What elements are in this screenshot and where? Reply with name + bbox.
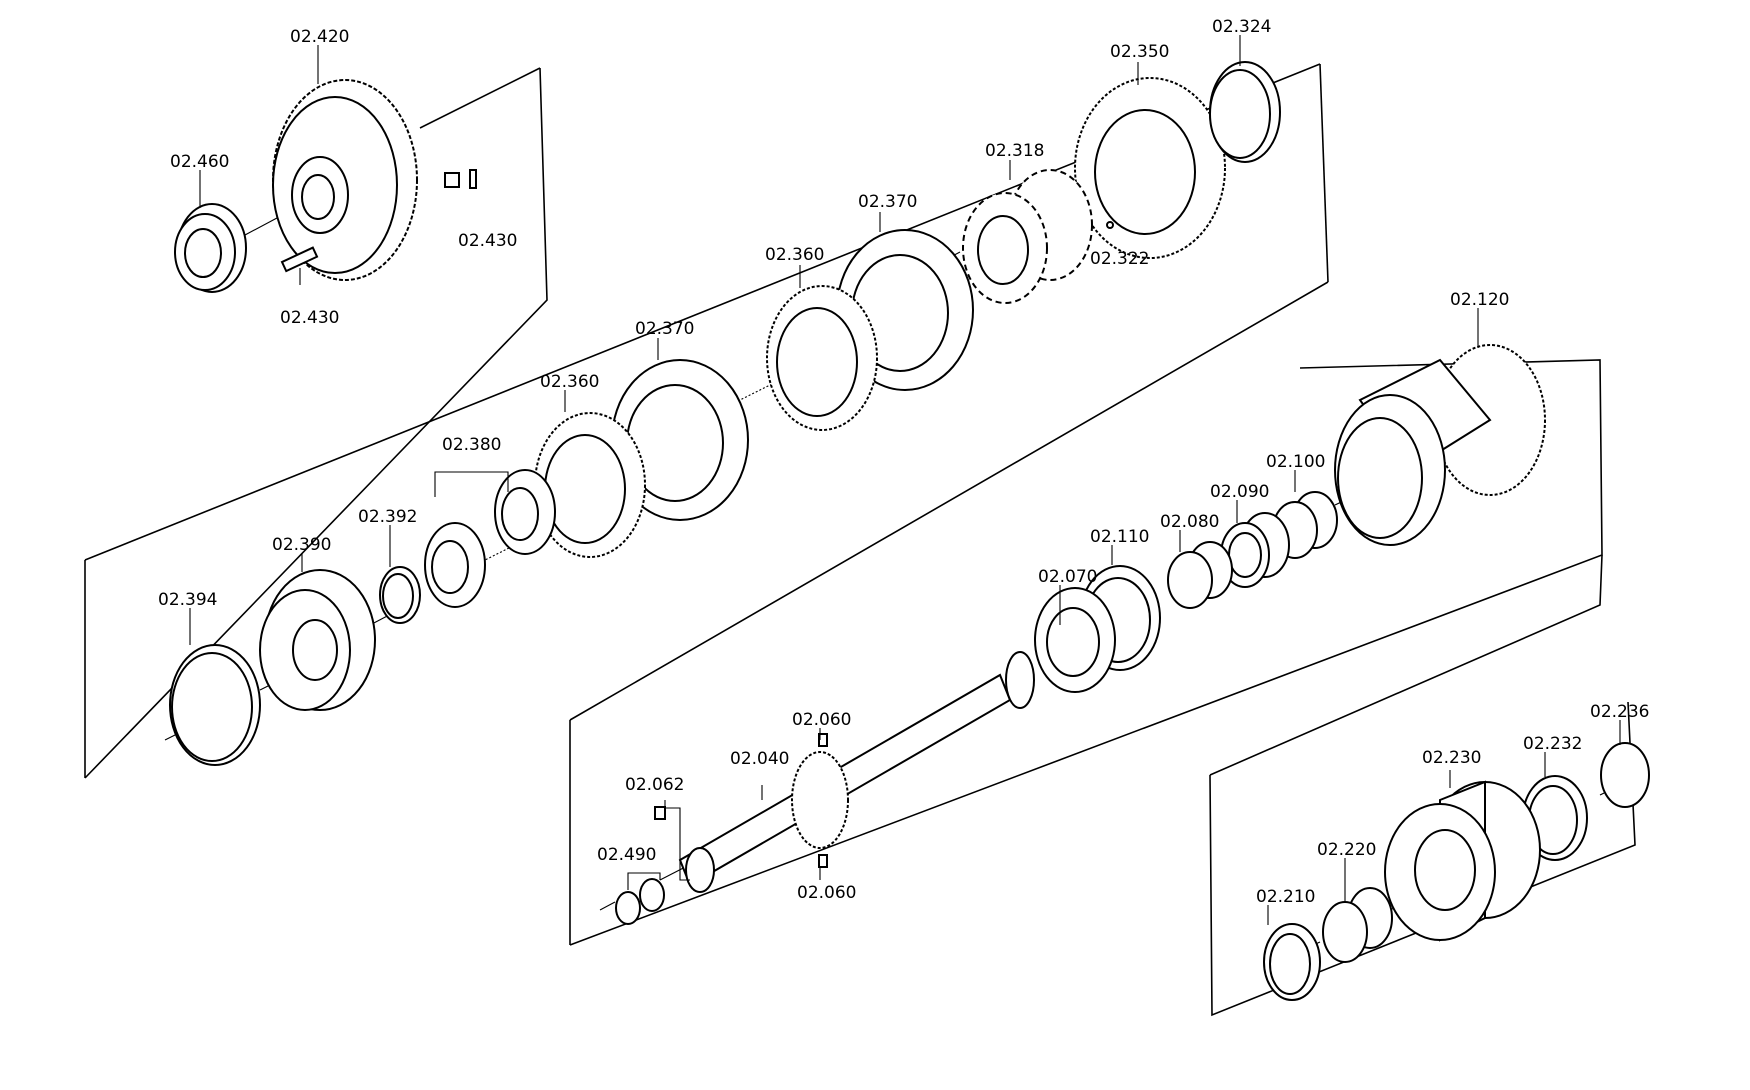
label-02-322: 02.322 (1090, 249, 1149, 269)
clutch-hub-02-318 (962, 169, 1093, 304)
label-02-390: 02.390 (272, 535, 331, 555)
friction-disc-02-360-a (766, 285, 878, 431)
sleeve-02-220 (1322, 887, 1393, 963)
label-02-062: 02.062 (625, 775, 684, 795)
rings-02-490 (615, 878, 665, 925)
part-labels: 02.420 02.460 02.430 02.430 02.350 02.32… (158, 17, 1649, 907)
label-02-210: 02.210 (1256, 887, 1315, 907)
label-02-080: 02.080 (1160, 512, 1219, 532)
label-02-090: 02.090 (1210, 482, 1269, 502)
label-02-060-bottom: 02.060 (797, 883, 856, 903)
gear-02-420 (272, 79, 418, 281)
ball-02-322 (1106, 221, 1114, 229)
label-02-430-right: 02.430 (458, 231, 517, 251)
label-02-420: 02.420 (290, 27, 349, 47)
circlip-02-236 (1600, 742, 1650, 808)
plugs-02-060 (818, 733, 828, 868)
leader-lines (189, 35, 1621, 925)
bearing-02-230 (1384, 780, 1541, 942)
label-02-232: 02.232 (1523, 734, 1582, 754)
label-02-370-lower: 02.370 (635, 319, 694, 339)
label-02-392: 02.392 (358, 507, 417, 527)
label-02-120: 02.120 (1450, 290, 1509, 310)
label-02-220: 02.220 (1317, 840, 1376, 860)
label-02-318: 02.318 (985, 141, 1044, 161)
snap-ring-02-392 (379, 566, 421, 624)
snap-ring-02-324 (1209, 61, 1281, 163)
label-02-040: 02.040 (730, 749, 789, 769)
label-02-380: 02.380 (442, 435, 501, 455)
thrust-washers-02-380 (424, 469, 556, 608)
bushing-02-080 (1167, 541, 1233, 609)
label-02-360-upper: 02.360 (765, 245, 824, 265)
label-02-370-upper: 02.370 (858, 192, 917, 212)
clutch-disc-02-350 (1074, 77, 1226, 259)
label-02-360-lower: 02.360 (540, 372, 599, 392)
ring-02-210 (1263, 923, 1321, 1001)
label-02-230: 02.230 (1422, 748, 1481, 768)
bearing-02-460 (174, 203, 247, 293)
label-02-236: 02.236 (1590, 702, 1649, 722)
label-02-394: 02.394 (158, 590, 217, 610)
label-02-060-top: 02.060 (792, 710, 851, 730)
label-02-324: 02.324 (1212, 17, 1271, 37)
piston-02-390 (259, 569, 376, 711)
drum-02-120 (1334, 344, 1546, 546)
label-02-100: 02.100 (1266, 452, 1325, 472)
label-02-070: 02.070 (1038, 567, 1097, 587)
seal-ring-02-394 (169, 644, 261, 766)
label-02-110: 02.110 (1090, 527, 1149, 547)
friction-disc-02-360-b (534, 412, 646, 558)
shaft-02-040 (678, 651, 1035, 893)
label-02-490: 02.490 (597, 845, 656, 865)
label-02-430-bottom: 02.430 (280, 308, 339, 328)
label-02-460: 02.460 (170, 152, 229, 172)
frame-shaft-group (569, 359, 1603, 946)
bolt-02-430 (280, 169, 477, 273)
label-02-350: 02.350 (1110, 42, 1169, 62)
steel-plate-02-370-b (611, 359, 749, 521)
thrust-washer-02-070 (1034, 587, 1116, 693)
plug-02-062 (654, 806, 666, 820)
